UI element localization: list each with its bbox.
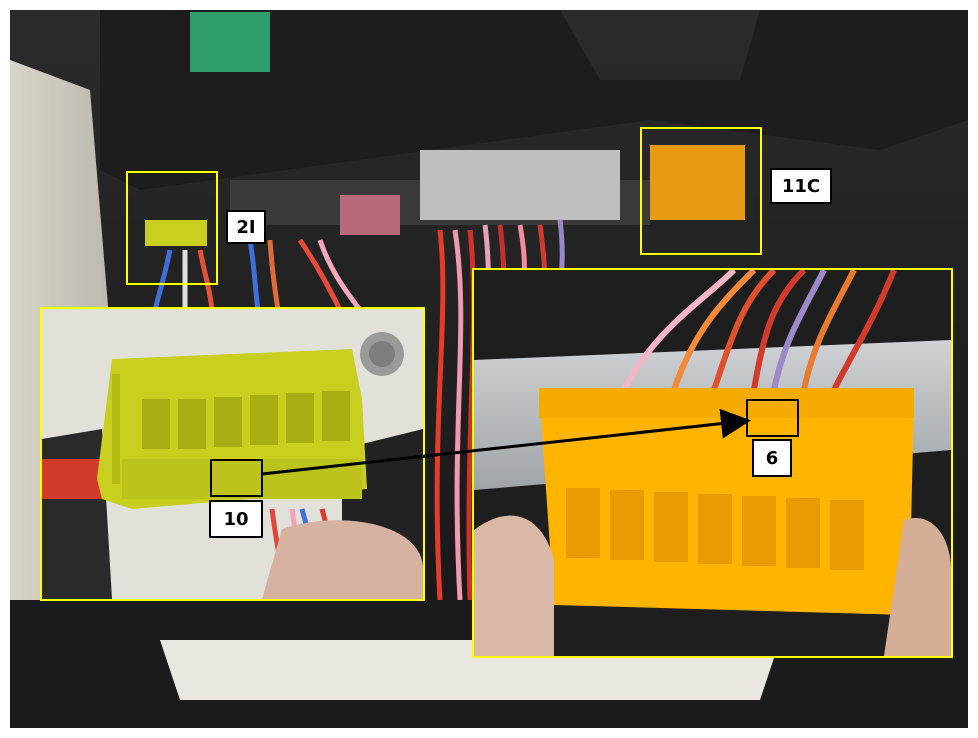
inset-left-image — [42, 309, 423, 599]
label-2i: 2I — [226, 210, 266, 244]
pink-connector — [340, 195, 400, 235]
callout-11c — [640, 127, 762, 255]
finger-right — [884, 518, 951, 656]
label-11c: 11C — [770, 168, 832, 204]
orange-connector-pins — [566, 488, 864, 570]
inset-right-image — [474, 270, 951, 656]
inset-right-frame — [472, 268, 953, 658]
grey-connector — [420, 150, 620, 220]
yellow-connector-pins — [142, 391, 350, 449]
connector-11c-small — [650, 145, 745, 220]
inset-left-frame — [40, 307, 425, 601]
inset-right-wires — [621, 270, 897, 392]
finger-left — [474, 515, 554, 656]
green-component — [190, 12, 270, 72]
callout-2i — [126, 171, 218, 285]
label-pin-6: 6 — [752, 439, 792, 477]
finger — [262, 520, 423, 599]
connector-2i-small — [145, 220, 207, 246]
label-pin-10: 10 — [209, 500, 263, 538]
pin-10-highlight — [210, 459, 263, 497]
